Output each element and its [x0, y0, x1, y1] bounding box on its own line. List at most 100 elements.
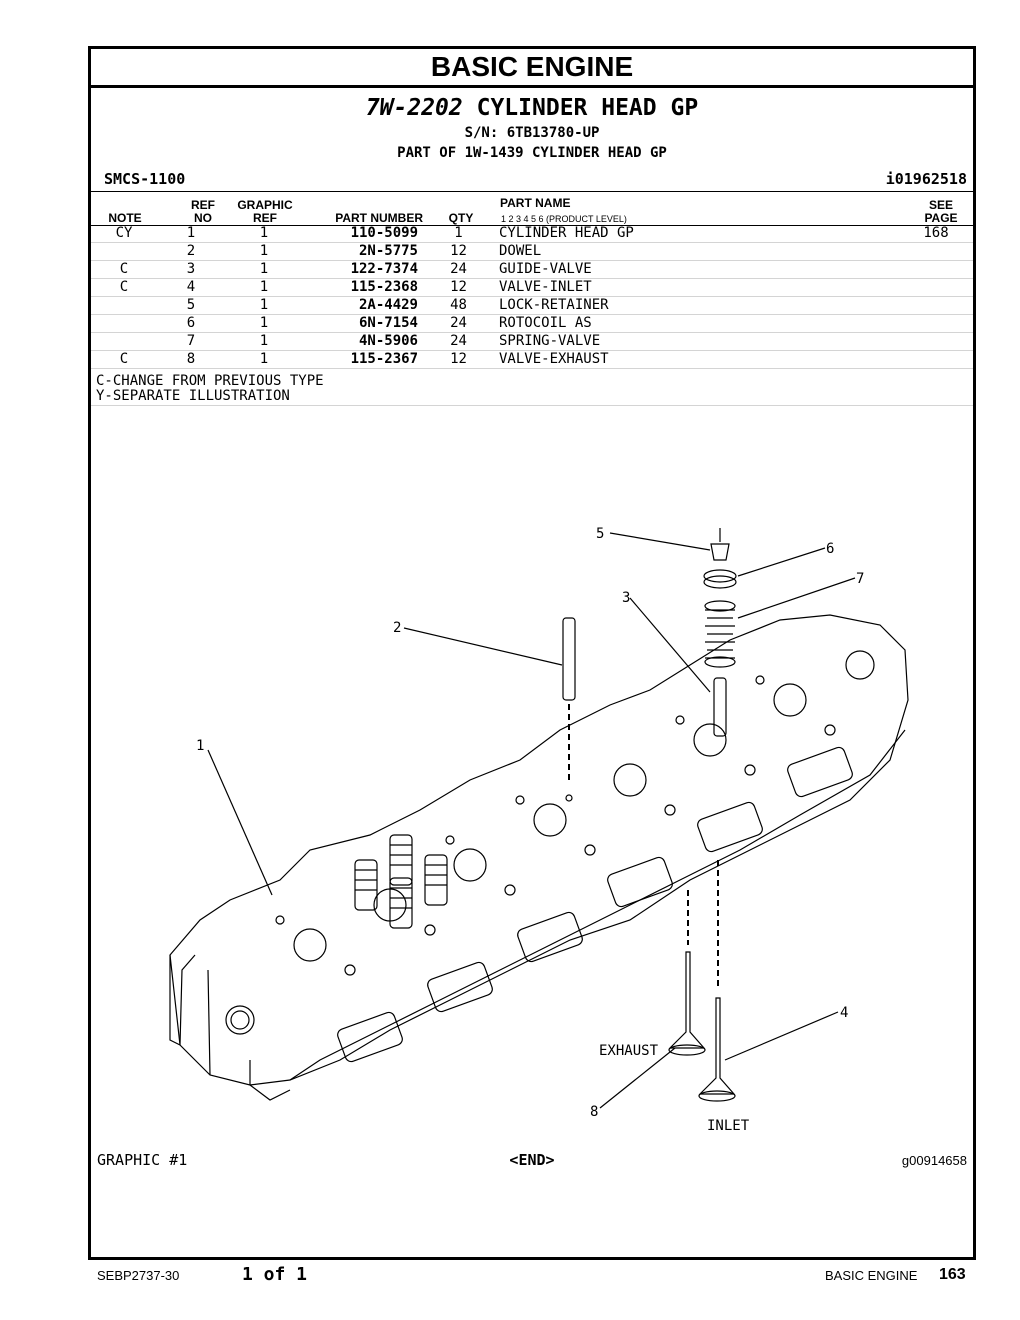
group-part-number: 7W-2202	[365, 95, 463, 121]
inlet-label: INLET	[707, 1118, 750, 1134]
section-title: BASIC ENGINE	[91, 49, 973, 88]
row-qty: 1	[418, 225, 499, 243]
row-ref-no: 1	[157, 225, 225, 243]
header-part-name: PART NAME	[500, 196, 571, 210]
row-graphic-ref: 1	[225, 225, 303, 243]
row-part-name: SPRING-VALVE	[499, 332, 899, 351]
rotocoil	[703, 569, 737, 589]
dowel	[562, 617, 576, 802]
callout-8: 8	[590, 1104, 598, 1120]
row-see-page	[899, 350, 973, 369]
row-graphic-ref: 1	[225, 314, 303, 333]
row-note: CY	[91, 225, 157, 243]
callout-leaders	[207, 532, 856, 1109]
exhaust-valve	[668, 890, 706, 1056]
footer-page-of: 1 of 1	[242, 1264, 308, 1285]
callout-3: 3	[622, 590, 630, 606]
header-part-number: PART NUMBER	[335, 211, 423, 225]
row-part-name: ROTOCOIL AS	[499, 314, 899, 333]
row-part-name: DOWEL	[499, 242, 899, 261]
callout-6: 6	[826, 541, 834, 557]
row-qty: 48	[418, 296, 499, 315]
row-part-name: LOCK-RETAINER	[499, 296, 899, 315]
row-see-page	[899, 296, 973, 315]
exhaust-label: EXHAUST	[599, 1043, 659, 1059]
cylinder-head-body	[169, 614, 909, 1101]
callout-5: 5	[596, 526, 604, 542]
row-note	[91, 242, 157, 261]
row-graphic-ref: 1	[225, 260, 303, 279]
graphic-label: GRAPHIC #1	[97, 1151, 188, 1169]
row-qty: 24	[418, 314, 499, 333]
row-graphic-ref: 1	[225, 296, 303, 315]
callout-numbers: 1 2 3 4 5 6 7 8 EXHAUST INLET	[196, 526, 864, 1134]
row-qty: 24	[418, 260, 499, 279]
callout-2: 2	[393, 620, 401, 636]
row-ref-no: 7	[157, 332, 225, 351]
row-see-page	[899, 242, 973, 261]
row-part-name: VALVE-INLET	[499, 278, 899, 297]
row-part-number: 122-7374	[303, 260, 418, 279]
row-graphic-ref: 1	[225, 350, 303, 369]
row-part-number: 4N-5906	[303, 332, 418, 351]
row-part-name: VALVE-EXHAUST	[499, 350, 899, 369]
row-part-name: CYLINDER HEAD GP	[499, 225, 899, 243]
note-separate: Y-SEPARATE ILLUSTRATION	[96, 388, 290, 404]
header-see-bottom: PAGE	[924, 211, 958, 225]
header-top-rule	[91, 191, 973, 192]
row-qty: 12	[418, 350, 499, 369]
row-ref-no: 8	[157, 350, 225, 369]
header-ref-top: REF	[191, 198, 215, 212]
row-part-number: 115-2368	[303, 278, 418, 297]
footer-section: BASIC ENGINE	[825, 1268, 918, 1283]
row-part-number: 2A-4429	[303, 296, 418, 315]
retainer-lock	[710, 528, 730, 561]
row-graphic-ref: 1	[225, 278, 303, 297]
notes: C-CHANGE FROM PREVIOUS TYPE Y-SEPARATE I…	[96, 374, 324, 404]
footer-page-number: 163	[939, 1266, 966, 1283]
row-see-page: 168	[899, 225, 973, 243]
group-name: CYLINDER HEAD GP	[476, 95, 699, 121]
row-see-page	[899, 278, 973, 297]
callout-7: 7	[856, 571, 864, 587]
group-title: 7W-2202 CYLINDER HEAD GP	[91, 95, 973, 121]
row-ref-no: 4	[157, 278, 225, 297]
header-qty: QTY	[448, 211, 474, 225]
serial-number: S/N: 6TB13780-UP	[464, 125, 600, 141]
row-see-page	[899, 260, 973, 279]
valve-spring	[704, 600, 736, 668]
row-part-number: 2N-5775	[303, 242, 418, 261]
row-note: C	[91, 350, 157, 369]
graphic-id: g00914658	[901, 1153, 967, 1168]
row-note	[91, 296, 157, 315]
row-see-page	[899, 314, 973, 333]
row-see-page	[899, 332, 973, 351]
row-qty: 12	[418, 242, 499, 261]
row-note: C	[91, 260, 157, 279]
page-frame: BASIC ENGINE 7W-2202 CYLINDER HEAD GP S/…	[88, 46, 976, 1260]
row-graphic-ref: 1	[225, 242, 303, 261]
part-of-line: PART OF 1W-1439 CYLINDER HEAD GP	[397, 145, 667, 161]
row-ref-no: 3	[157, 260, 225, 279]
row-ref-no: 6	[157, 314, 225, 333]
note-change: C-CHANGE FROM PREVIOUS TYPE	[96, 373, 324, 389]
header-graphic-bottom: REF	[253, 211, 277, 225]
header-note: NOTE	[108, 211, 142, 225]
port-openings	[337, 746, 853, 1063]
header-graphic-top: GRAPHIC	[237, 198, 293, 212]
cylinder-head-illustration: 1 2 3 4 5 6 7 8 EXHAUST INLET	[169, 526, 909, 1134]
row-ref-no: 5	[157, 296, 225, 315]
notes-rule	[91, 405, 973, 406]
end-mark: <END>	[509, 1151, 555, 1169]
footer-document-number: SEBP2737-30	[97, 1268, 180, 1283]
row-part-name: GUIDE-VALVE	[499, 260, 899, 279]
valve-guide	[713, 677, 727, 737]
